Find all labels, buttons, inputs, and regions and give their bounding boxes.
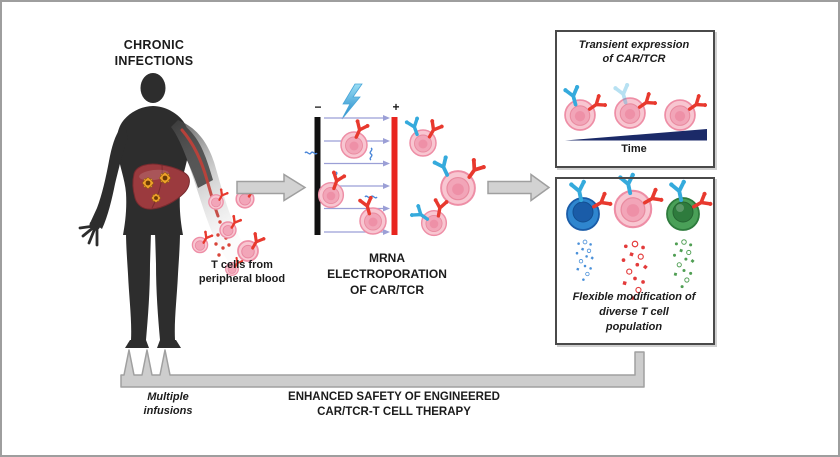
green-tcell <box>666 177 715 231</box>
flow-arrow-left-icon <box>236 173 307 202</box>
infusions-line2: infusions <box>143 405 193 417</box>
transient-title-line2: of CAR/TCR <box>602 53 666 65</box>
tcells-line2: peripheral blood <box>198 273 286 285</box>
flexible-caption-line2: diverse T cell <box>599 306 669 318</box>
electroporation-label: MRNA ELECTROPORATION OF CAR/TCR <box>295 250 479 298</box>
flexible-modification-cells <box>566 170 715 301</box>
electroporation-line1: MRNA <box>369 251 405 265</box>
flow-arrow-right-icon <box>487 173 551 202</box>
time-axis-label: Time <box>621 143 647 155</box>
infected-liver <box>132 163 190 210</box>
electroporation-line2: ELECTROPORATION <box>327 267 447 281</box>
transient-expression-cells <box>561 80 710 141</box>
multiple-infusions-label: Multiple infusions <box>116 390 220 418</box>
infusion-bracket-icon <box>120 349 645 388</box>
infusions-line1: Multiple <box>147 391 189 403</box>
flexible-caption-line1: Flexible modification of <box>572 291 696 303</box>
flexible-modification-caption: Flexible modification of diverse T cell … <box>555 290 713 335</box>
human-silhouette <box>78 73 213 348</box>
blue-tcell <box>566 177 615 231</box>
chronic-line1: CHRONIC <box>123 38 185 52</box>
electrode-negative-sign: − <box>314 100 322 114</box>
time-wedge-icon <box>565 129 707 141</box>
transient-title-line1: Transient expression <box>578 39 690 51</box>
electroporation-chamber <box>304 83 489 237</box>
enhanced-safety-label: ENHANCED SAFETY OF ENGINEERED CAR/TCR-T … <box>232 390 556 420</box>
lightning-bolt-icon <box>341 83 363 120</box>
transient-expression-box <box>555 30 715 168</box>
flexible-modification-box <box>555 177 715 345</box>
tcells-label: T cells from peripheral blood <box>170 258 314 286</box>
electroporation-line3: OF CAR/TCR <box>350 283 424 297</box>
electrode-negative <box>314 117 321 235</box>
electrode-positive-sign: + <box>392 100 400 114</box>
electroporated-cells <box>402 114 489 237</box>
chronic-line2: INFECTIONS <box>114 54 194 68</box>
safety-line1: ENHANCED SAFETY OF ENGINEERED <box>288 391 500 403</box>
arm-blood-stream <box>171 120 266 275</box>
flexible-caption-line3: population <box>605 321 663 333</box>
chronic-infections-label: CHRONIC INFECTIONS <box>92 37 216 69</box>
electrode-positive <box>391 117 398 235</box>
transient-expression-title: Transient expression of CAR/TCR <box>555 38 713 66</box>
tcells-line1: T cells from <box>211 259 273 271</box>
cells-in-chamber <box>317 117 387 235</box>
safety-line2: CAR/TCR-T CELL THERAPY <box>317 406 471 418</box>
